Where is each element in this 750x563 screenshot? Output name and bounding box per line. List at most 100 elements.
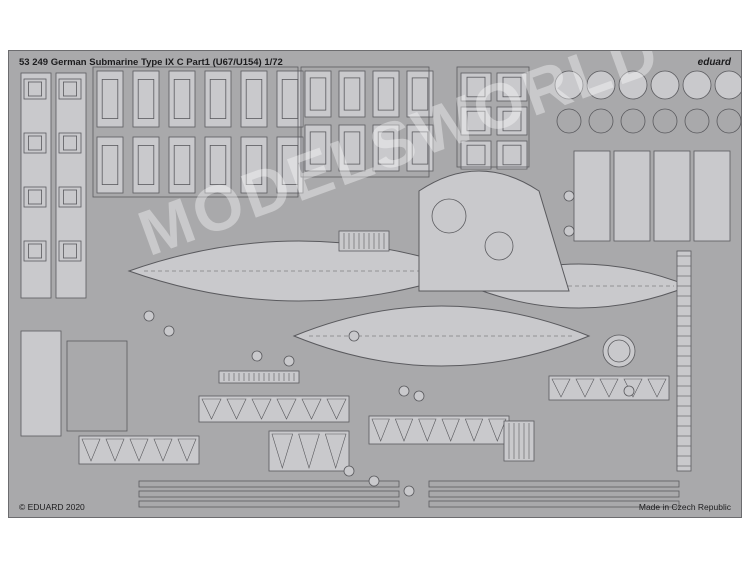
rail-truss-cutout [441,418,460,442]
small-disc [623,385,635,397]
slot-plates-panel [460,106,492,136]
slot-plates-window [502,144,522,166]
rail-truss-cutout [394,418,414,442]
louver-plates-window [377,131,395,165]
louver-plates-panel [304,70,332,118]
rail-truss-cutout [488,418,507,442]
slot-plates-panel [496,106,528,136]
top-plates-panel [240,136,268,194]
deck-strip-hatch-window [63,81,78,97]
top-plate-frame [92,66,299,198]
small-disc [368,475,380,487]
sheet-title: 53 249 German Submarine Type IX C Part1 … [19,57,283,68]
handrail-strip [138,490,400,498]
louver-plates-window [411,77,429,111]
slot-plates-window [502,76,522,98]
deck-strip-hatch-panel [23,78,47,100]
deck-strip-hatch-window [27,81,42,97]
rail-truss-cutout [371,418,390,442]
bulkhead-box [693,150,731,242]
small-disc [283,355,295,367]
top-plates-panel [276,136,304,194]
deck-lozenge-part [292,305,591,367]
side-frame [20,330,62,437]
handrail-strip [428,500,680,508]
tower-hatch [431,198,467,234]
slot-frame [456,66,530,168]
deck-strip-hatch-panel [58,240,82,262]
rail-truss-cutout [105,438,125,462]
slot-plates-window [502,110,522,132]
top-plates-panel [168,136,196,194]
round-hatch [556,108,582,134]
tower-hatch [484,231,514,261]
small-disc [403,485,415,497]
round-hatch [684,108,710,134]
photo-etch-fret-sheet: 53 249 German Submarine Type IX C Part1 … [8,50,742,518]
rail-truss-cutout [177,438,197,462]
deck-strip-hatch-panel [23,240,47,262]
round-hatch [682,70,712,100]
small-disc [251,350,263,362]
rail-truss-cutout [326,398,347,420]
rail-truss [548,375,670,401]
louver-plates-window [343,131,361,165]
top-plates-window [173,145,191,186]
handrail-strip [428,480,680,488]
louver-plates-panel [338,70,366,118]
top-plates-window [137,145,155,186]
rail-truss-cutout [251,398,272,420]
louver-plates-window [377,77,395,111]
top-plates-panel [132,136,160,194]
copyright-notice: © EDUARD 2020 [19,502,85,512]
louver-plates-window [309,77,327,111]
round-hatch [586,70,616,100]
rail-truss [368,415,510,445]
louver-plates-panel [372,124,400,172]
small-disc [143,310,155,322]
rail-truss-cutout [324,433,347,470]
deck-strip-hatch-panel [23,186,47,208]
slot-plates-panel [496,140,528,170]
made-in-label: Made in Czech Republic [638,502,731,512]
deck-strip-hatch-window [27,189,42,205]
deck-strip [20,72,52,299]
deck-strip-hatch-window [27,135,42,151]
rail-truss-cutout [153,438,173,462]
handrail-strip [428,490,680,498]
slot-plates-window [466,76,486,98]
deck-strip [55,72,87,299]
rail-truss-cutout [276,398,297,420]
rail-truss [78,435,200,465]
bulkhead-box [573,150,611,242]
small-disc [163,325,175,337]
rail-truss-cutout [551,378,571,398]
small-disc [398,385,410,397]
slot-plates-window [466,144,486,166]
small-disc [343,465,355,477]
top-plates-panel [96,70,124,128]
louver-plates-window [343,77,361,111]
deck-strip-hatch-panel [58,78,82,100]
rail-truss-cutout [271,433,294,470]
top-plates-window [209,145,227,186]
round-hatch [618,70,648,100]
rail-truss-cutout [599,378,619,398]
deck-strip-hatch-window [27,243,42,259]
rail-truss-cutout [129,438,149,462]
deck-strip-hatch-panel [58,186,82,208]
round-hatch [620,108,646,134]
round-hatch [554,70,584,100]
small-disc [348,330,360,342]
slot-plates-panel [496,72,528,102]
rail-truss-cutout [575,378,595,398]
top-plates-window [245,78,263,120]
bulkhead-box [653,150,691,242]
fret-drawing [20,66,741,508]
top-plates-panel [276,70,304,128]
deck-strip-hatch-window [63,189,78,205]
top-plates-window [173,78,191,120]
louver-plates-window [309,131,327,165]
top-plates-window [101,78,119,120]
top-plates-window [101,145,119,186]
